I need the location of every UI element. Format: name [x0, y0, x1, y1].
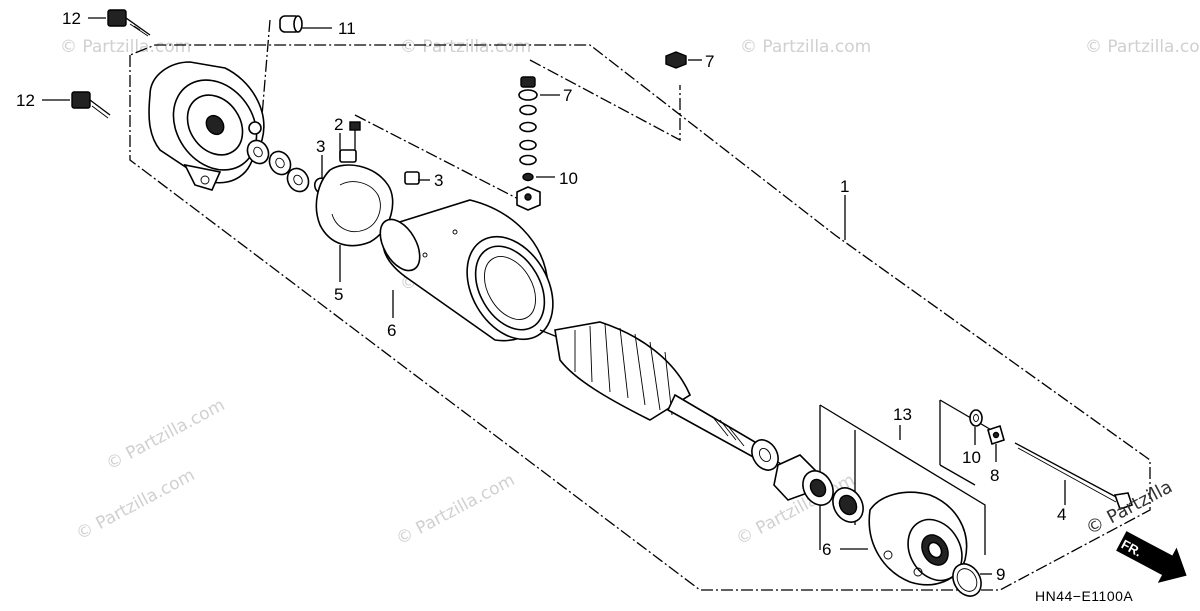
- watermark: © Partzilla.com: [103, 395, 228, 474]
- callout-2: 2: [334, 115, 343, 134]
- callout-7-top: 7: [705, 52, 714, 71]
- callout-6-yoke: 6: [387, 321, 396, 340]
- callout-labels: 12 12 11 2 3 3 5 6 7 7 10 1 13 10 8 4 6 …: [16, 9, 1066, 584]
- callout-8: 8: [990, 466, 999, 485]
- callout-12-top: 12: [62, 9, 81, 28]
- watermark: © Partzilla.com: [400, 37, 531, 57]
- o-ring: [952, 563, 982, 597]
- leader-lines: [42, 17, 1066, 575]
- callout-12-left: 12: [16, 91, 35, 110]
- callout-11: 11: [338, 19, 356, 38]
- terminal-stack: [516, 76, 541, 211]
- diagram-code: HN44−E1100A: [1035, 588, 1133, 604]
- watermark: © Partzilla.com: [393, 470, 518, 549]
- yoke-housing: [379, 199, 554, 342]
- callout-7-stack: 7: [563, 86, 572, 105]
- lock-washer: [969, 409, 983, 427]
- watermark: © Partzilla.com: [740, 37, 871, 57]
- rear-cover: [148, 61, 265, 191]
- assembly-outline: [129, 19, 1151, 591]
- callout-10-stack: 10: [559, 169, 578, 188]
- callout-3-left: 3: [316, 137, 325, 156]
- front-cover: [868, 491, 968, 586]
- nut-top: [665, 51, 687, 69]
- callout-10-right: 10: [962, 448, 981, 467]
- callout-1: 1: [840, 177, 849, 196]
- watermark: © Partzilla.com: [73, 465, 198, 544]
- callout-3-right: 3: [434, 171, 443, 190]
- callout-13: 13: [893, 405, 912, 424]
- watermark: © Partzilla.com: [1085, 37, 1200, 57]
- watermark: © Partzilla.com: [60, 37, 191, 57]
- brush-screw: [349, 121, 361, 150]
- front-arrow-icon: [1116, 531, 1187, 583]
- callout-5: 5: [334, 285, 343, 304]
- brush-holder: [315, 149, 420, 247]
- plate: [987, 424, 1005, 446]
- bolt-left: [71, 91, 111, 119]
- front-direction-indicator: FR.: [1116, 531, 1187, 583]
- long-bolt: [1014, 442, 1134, 511]
- bolt-top: [107, 9, 151, 37]
- callout-9: 9: [996, 565, 1005, 584]
- bushing: [279, 15, 303, 33]
- shaft-washers: [751, 439, 864, 523]
- callout-4: 4: [1057, 505, 1066, 524]
- callout-6-front: 6: [822, 540, 831, 559]
